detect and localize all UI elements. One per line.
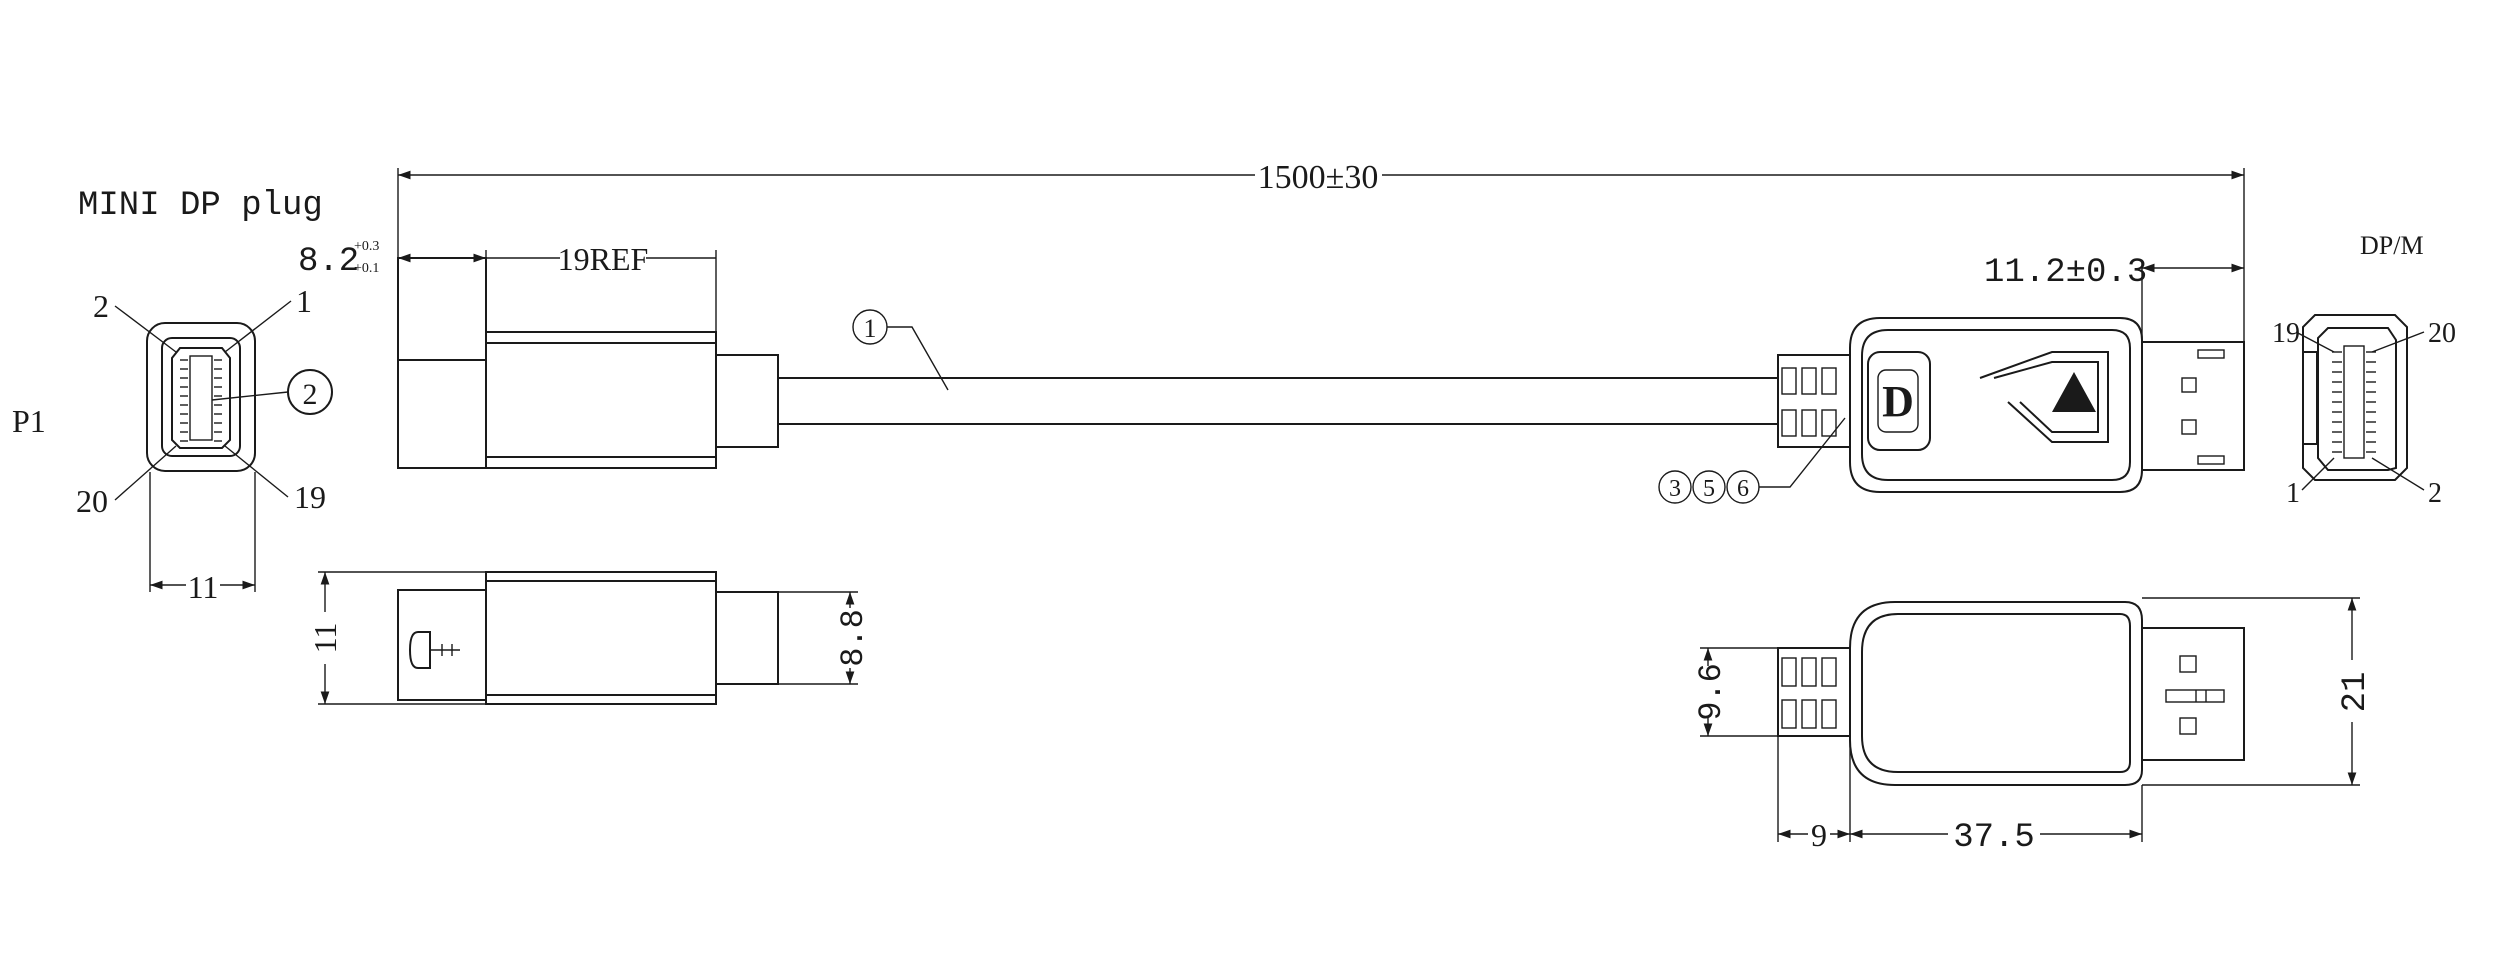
- leader-pin-1: [224, 300, 292, 353]
- mini-dp-contacts: [180, 359, 222, 442]
- dp-strain-relief-grips: [1781, 367, 1837, 437]
- dp-logo-letter: D: [1882, 377, 1914, 426]
- dp-latch-arrow-icon: [2052, 372, 2096, 412]
- cable: 1: [778, 309, 1778, 425]
- callout-1-label: 1: [864, 314, 877, 343]
- dp-pin-20-label: 20: [2428, 318, 2456, 349]
- mini-dp-title: MINI DP plug: [78, 187, 323, 225]
- callout-356-leader: [1759, 417, 1846, 488]
- mini-dp-tongue: [189, 355, 213, 441]
- mini-pin-19-label: 19: [294, 479, 326, 515]
- leader-pin-20: [114, 445, 177, 501]
- leader-pin-19: [224, 445, 289, 498]
- dp-height-dim: 21: [2337, 672, 2375, 713]
- mini-pin-20-label: 20: [76, 483, 108, 519]
- dp-strain-relief-dim: 9.6: [1693, 663, 1730, 721]
- mini-pin-1-label: 1: [296, 283, 312, 319]
- dp-leader-pin-20: [2371, 331, 2425, 353]
- length-dim-label: 1500±30: [1258, 159, 1379, 196]
- dp-latch-release: [1979, 351, 2109, 443]
- dp-logo-box: [1867, 351, 1931, 451]
- dp-pin-2-label: 2: [2428, 478, 2442, 509]
- dp-bottom-strain-relief: [1777, 647, 1851, 737]
- dp-overmold: [1849, 317, 2143, 493]
- callout-1-leader: [887, 326, 949, 391]
- callout-3-label: 3: [1669, 476, 1681, 502]
- callout-5-circle: [1692, 470, 1726, 504]
- dp-end-contacts: [2332, 351, 2376, 453]
- dim-8-2-label: 8.2: [298, 243, 359, 281]
- dp-overmold-length-dim: 37.5: [1953, 819, 2035, 857]
- leader-pin-2: [114, 305, 177, 353]
- dp-end-view: DP/M 19 20 1 2: [2272, 231, 2456, 509]
- dp-end-tongue: [2343, 345, 2365, 459]
- dp-end-receptacle: [2317, 327, 2397, 471]
- dim-19ref-label: 19REF: [558, 241, 649, 277]
- dp-pin-19-label: 19: [2272, 318, 2300, 349]
- mini-pin-2-label: 2: [93, 288, 109, 324]
- callout-5-label: 5: [1703, 476, 1715, 502]
- mini-plug-body: [485, 331, 717, 469]
- mini-bottom-body: [485, 571, 717, 705]
- dp-plug-bottom-view: 9.6 21 9 37.5: [1693, 597, 2375, 857]
- callout-3-circle: [1658, 470, 1692, 504]
- strain-relief-dim: 8.8: [835, 609, 872, 667]
- dim-8-2-tol-minus: +0.1: [354, 261, 379, 276]
- mini-plug-tip: [397, 257, 487, 469]
- dp-bottom-metal-plug: [2141, 627, 2245, 761]
- dp-plug-side-view: D 11.2±0.3 3 5 6: [1658, 254, 2245, 504]
- dpm-title: DP/M: [2360, 231, 2424, 260]
- p1-label: P1: [12, 403, 46, 439]
- dp-pin-1-label: 1: [2286, 478, 2300, 509]
- dp-metal-plug: [2141, 341, 2245, 471]
- dp-strain-relief-length-dim: 9: [1811, 817, 1827, 853]
- mini-dp-plug-side-view: 8.2 +0.3 +0.1 19REF: [298, 239, 779, 469]
- mini-dp-receptacle: [171, 347, 231, 449]
- mini-bottom-slot: [408, 631, 431, 669]
- mini-dp-end-view: MINI DP plug P1 2 1 20 19 2: [12, 187, 333, 605]
- mini-dp-plug-bottom-view: 11 8.8: [307, 571, 872, 705]
- dim-8-2-tol-plus: +0.3: [354, 239, 379, 254]
- mini-bottom-strain-relief: [715, 591, 779, 685]
- dp-bottom-grips: [1781, 657, 1837, 729]
- mini-width-dim: 11: [188, 569, 219, 605]
- callout-2-leader: [211, 391, 289, 401]
- mini-plug-strain-relief: [715, 354, 779, 448]
- dp-logo-mark: [1877, 369, 1919, 433]
- dp-strain-relief: [1777, 354, 1851, 448]
- overall-length-dimension: 1500±30: [397, 159, 2245, 470]
- dp-leader-pin-2: [2371, 457, 2425, 491]
- dp-leader-pin-1: [2301, 457, 2335, 491]
- dp-leader-pin-19: [2295, 331, 2335, 353]
- callout-2-label: 2: [303, 378, 318, 411]
- mini-dp-shell-outer: [146, 322, 256, 472]
- mini-height-dim: 11: [307, 623, 343, 654]
- dim-11-2-label: 11.2±0.3: [1984, 254, 2147, 292]
- callout-6-label: 6: [1737, 476, 1749, 502]
- dp-bottom-overmold: [1849, 601, 2143, 786]
